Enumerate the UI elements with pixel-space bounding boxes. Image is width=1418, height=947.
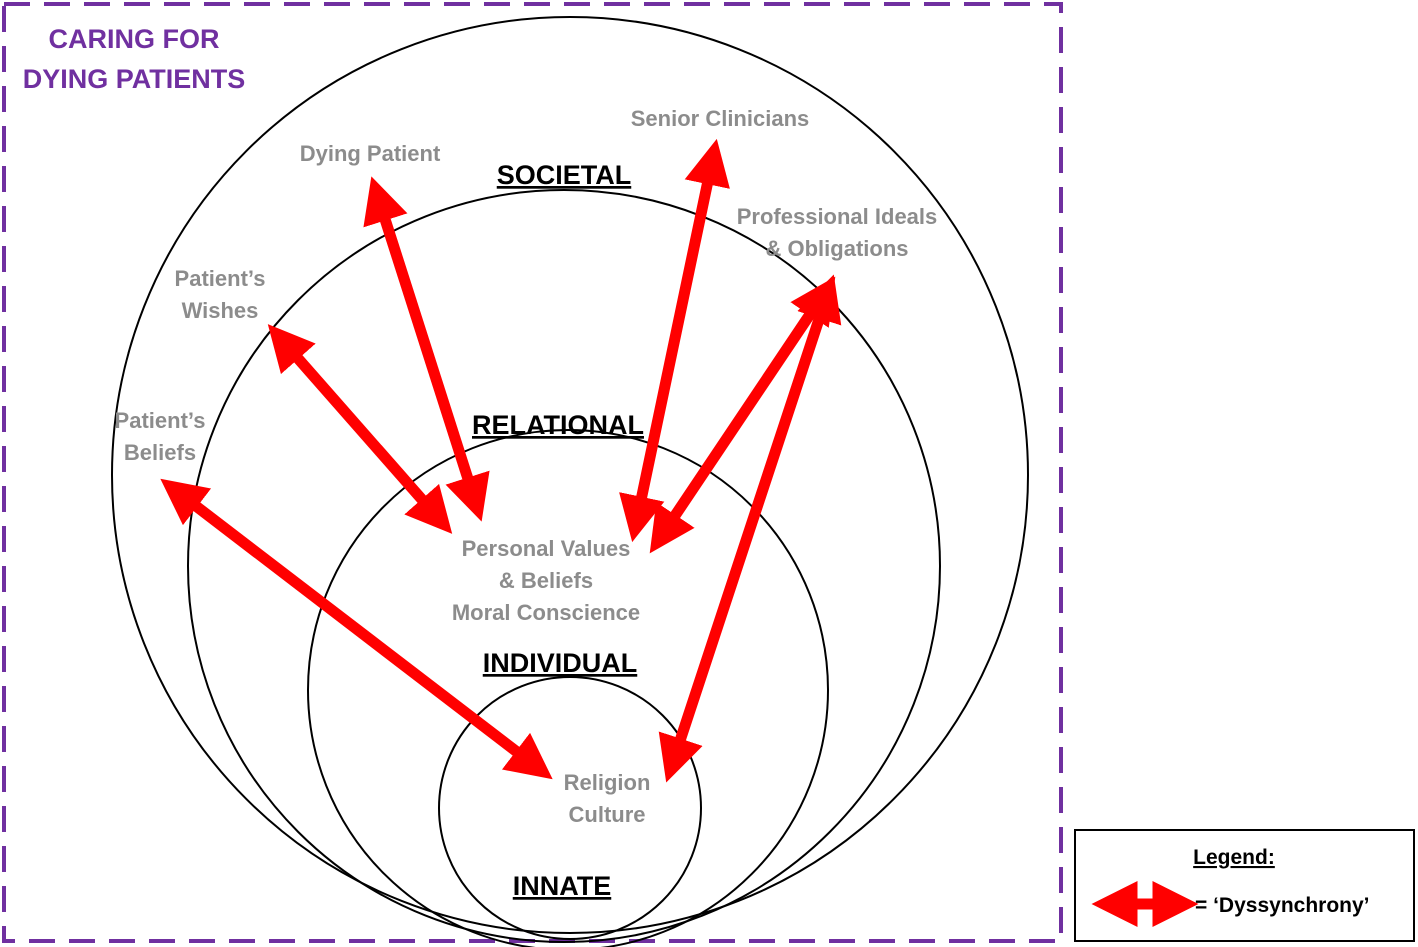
arrow-professional-ideals-personal-values: [649, 276, 836, 554]
frame-title-line1: CARING FOR: [49, 24, 220, 54]
label-patients-beliefs-line1: Patient’s: [115, 408, 206, 433]
label-personal-values-line3: Moral Conscience: [452, 600, 640, 625]
label-religion-line1: Religion: [564, 770, 651, 795]
level-label-relational: RELATIONAL: [472, 410, 644, 440]
label-professional-ideals-line2: & Obligations: [766, 236, 909, 261]
societal-circle: [111, 16, 1029, 934]
label-patients-beliefs-line2: Beliefs: [124, 440, 196, 465]
arrow-professional-ideals-religion: [658, 274, 842, 783]
level-label-individual: INDIVIDUAL: [483, 648, 638, 678]
label-professional-ideals-line1: Professional Ideals: [737, 204, 938, 229]
individual-circle: [307, 429, 829, 947]
label-religion-line2: Culture: [569, 802, 646, 827]
label-personal-values-line1: Personal Values: [462, 536, 631, 561]
dyssynchrony-arrows: [160, 138, 842, 783]
level-label-innate: INNATE: [513, 871, 612, 901]
legend: Legend: = ‘Dyssynchrony’: [1074, 829, 1415, 942]
frame-title-line2: DYING PATIENTS: [23, 64, 246, 94]
arrow-patients-wishes-personal-values: [267, 324, 453, 534]
diagram-frame: [2, 2, 1063, 943]
legend-item-label: = ‘Dyssynchrony’: [1195, 894, 1370, 917]
level-label-societal: SOCIETAL: [497, 160, 632, 190]
label-patients-wishes-line2: Wishes: [182, 298, 259, 323]
legend-title: Legend:: [1193, 846, 1275, 869]
arrow-patients-beliefs-religion: [160, 478, 553, 780]
label-dying-patient: Dying Patient: [300, 141, 441, 166]
label-patients-wishes-line1: Patient’s: [175, 266, 266, 291]
label-senior-clinicians: Senior Clinicians: [631, 106, 810, 131]
label-personal-values-line2: & Beliefs: [499, 568, 593, 593]
innate-circle: [438, 676, 702, 940]
